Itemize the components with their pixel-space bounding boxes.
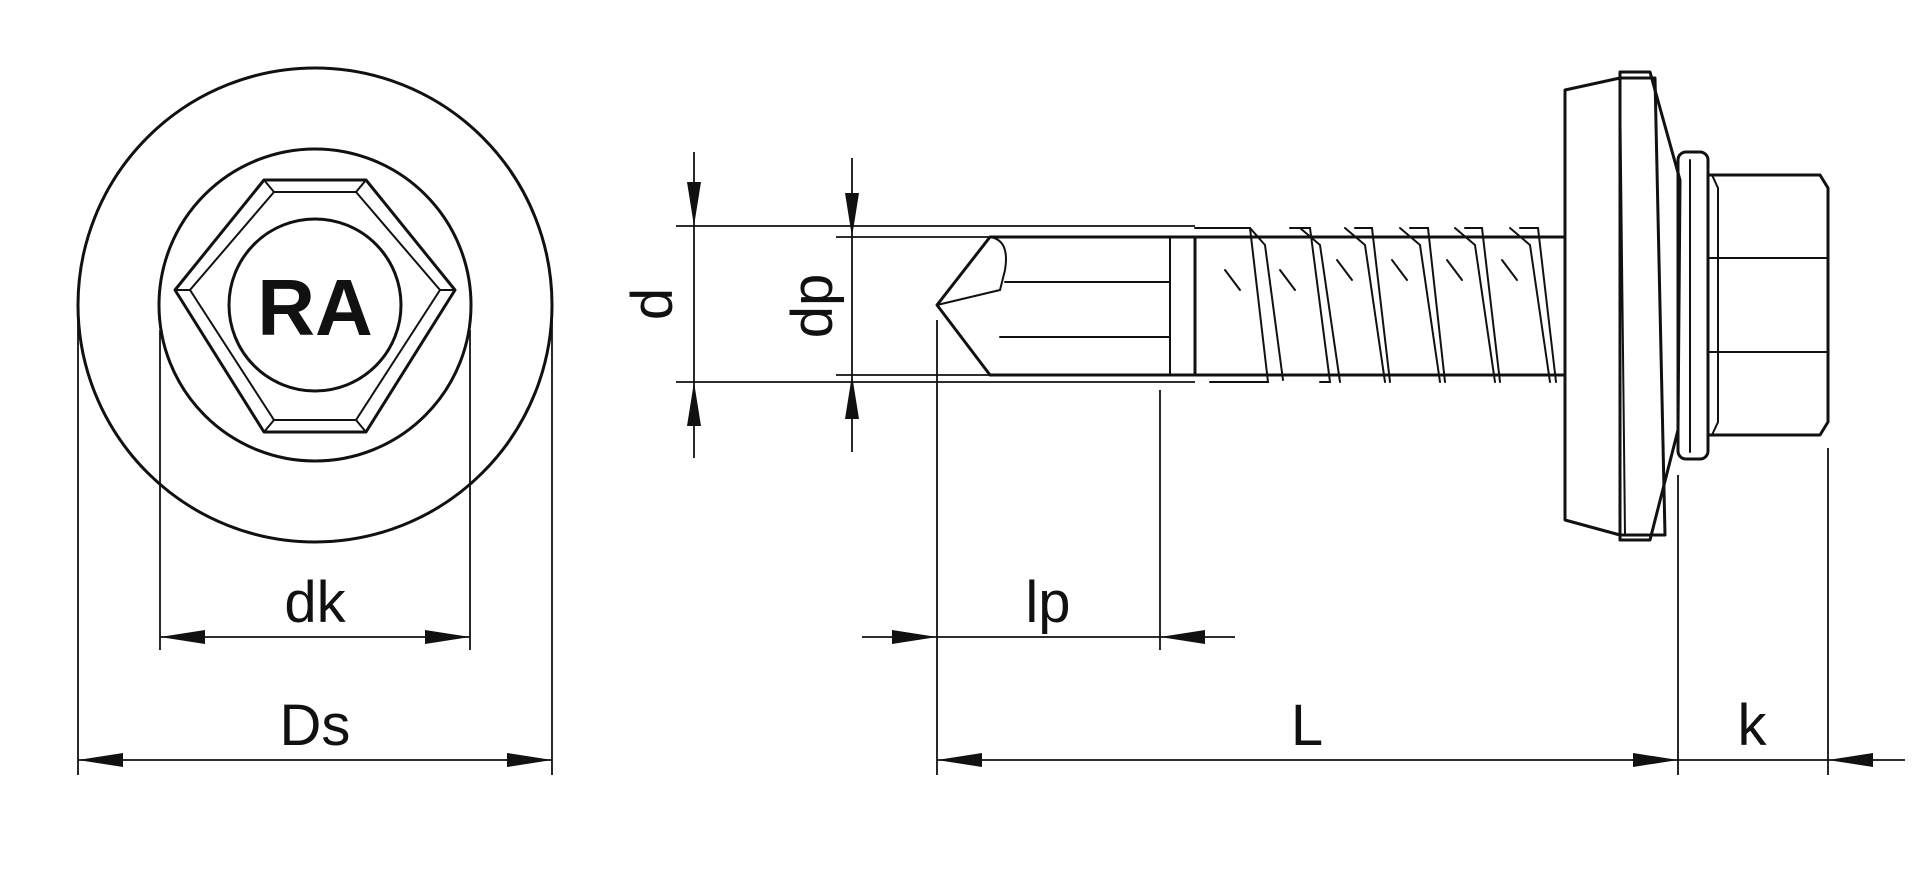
dimension-lp: lp [862, 320, 1235, 775]
d-arrow-bottom [687, 382, 701, 426]
washer-body [1563, 76, 1667, 537]
hex-head-side [1676, 150, 1830, 461]
dp-arrow-top [845, 193, 859, 237]
d-label: d [620, 288, 685, 320]
hex-head-body [1706, 173, 1830, 437]
dp-label: dp [780, 274, 845, 339]
L-arrow-right [1633, 753, 1678, 767]
lp-label: lp [1025, 570, 1070, 635]
dimension-dk: dk [159, 330, 471, 650]
drill-point [935, 235, 1197, 377]
dp-arrow-bottom [845, 375, 859, 419]
washer-steel-cup [1618, 70, 1682, 542]
head-face-circle [227, 217, 403, 393]
thread-crests [1194, 227, 1557, 383]
d-arrow-top [687, 182, 701, 226]
Ds-arrow-right [507, 753, 552, 767]
dk-arrow-right [425, 630, 470, 644]
dk-arrow-left [160, 630, 205, 644]
flange-circle [157, 147, 473, 463]
dimension-k: k [1678, 448, 1905, 775]
k-label: k [1738, 693, 1768, 758]
k-arrow-right [1828, 753, 1873, 767]
sealing-washer [1563, 70, 1682, 542]
dimension-d: d [620, 152, 1195, 458]
dimension-dp: dp [780, 158, 990, 452]
dk-label: dk [284, 570, 346, 635]
screw-side-view [935, 70, 1830, 542]
dimension-Ds: Ds [77, 305, 553, 775]
head-marking-text: RA [257, 263, 373, 352]
Ds-label: Ds [280, 693, 351, 758]
L-arrow-left [937, 753, 982, 767]
lp-arrow-left [892, 630, 937, 644]
Ds-arrow-left [78, 753, 123, 767]
head-top-view: RA [76, 66, 554, 544]
head-flange [1676, 150, 1710, 461]
lp-arrow-right [1160, 630, 1205, 644]
dimension-L: L [937, 475, 1679, 775]
L-label: L [1291, 693, 1323, 758]
